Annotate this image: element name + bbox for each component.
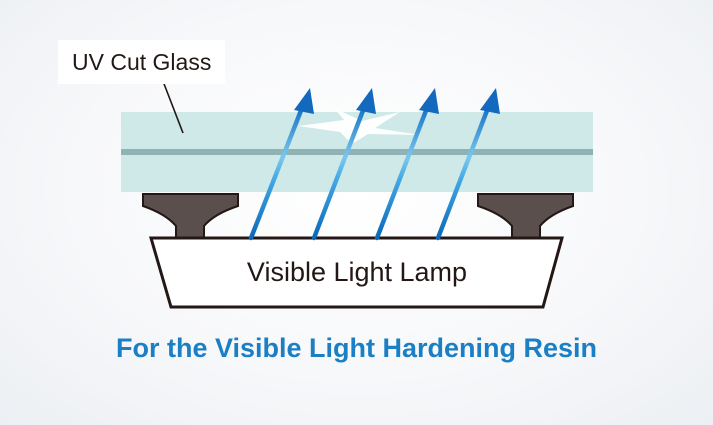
glass-mount-right: [477, 193, 574, 239]
light-ray-arrow: [374, 88, 439, 241]
glass-label: UV Cut Glass: [58, 40, 226, 84]
light-ray-arrow: [435, 88, 500, 241]
light-ray-arrow: [248, 88, 314, 241]
light-rays: [248, 88, 500, 241]
mount-right-shape: [477, 193, 574, 239]
mount-left-shape: [142, 193, 239, 239]
glass-label-pointer: [160, 75, 184, 134]
diagram-caption: For the Visible Light Hardening Resin: [115, 333, 598, 363]
light-ray-arrow: [311, 88, 376, 241]
glass-center-line: [121, 149, 593, 155]
glass-mount-left: [142, 193, 239, 239]
lamp-label: Visible Light Lamp: [190, 249, 524, 295]
